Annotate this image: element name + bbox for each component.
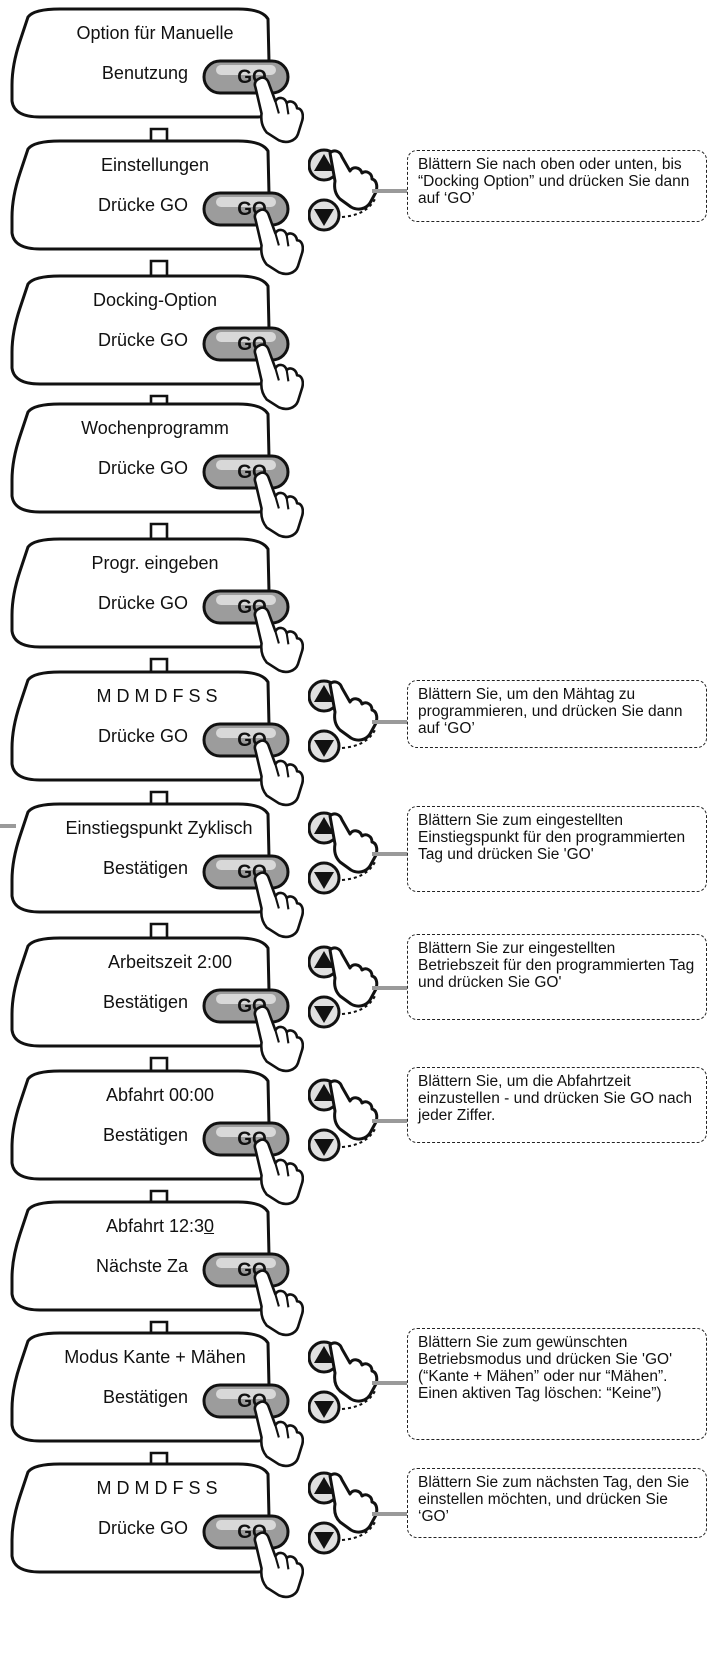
display-line-1: Einstellungen	[100, 155, 210, 175]
scroll-buttons[interactable]	[308, 942, 420, 1032]
pointing-hand-icon	[253, 871, 304, 939]
display-line-2: Nächste Za	[95, 1256, 188, 1276]
display-line-2: Drücke GO	[97, 330, 188, 350]
display-line-2: Drücke GO	[97, 1518, 188, 1538]
pointing-hand-icon	[253, 1005, 304, 1073]
scroll-buttons[interactable]	[308, 676, 420, 766]
instruction-note: Blättern Sie zum nächsten Tag, den Sie e…	[407, 1468, 707, 1538]
display-line-1: Wochenprogramm	[81, 418, 229, 438]
display-line-2: Drücke GO	[97, 593, 188, 613]
display-line-2: Drücke GO	[97, 195, 188, 215]
note-connector	[372, 986, 408, 990]
display-line-2: Drücke GO	[97, 726, 188, 746]
display-line-1: Modus Kante + Mähen	[64, 1347, 246, 1367]
display-line-1: M D M D F S S	[96, 686, 218, 706]
note-connector	[372, 852, 408, 856]
note-connector	[372, 720, 408, 724]
left-connector	[0, 824, 16, 828]
display-line-1: Docking-Option	[92, 290, 218, 310]
pointing-hand-icon	[253, 1531, 304, 1599]
display-line-1: M D M D F S S	[96, 1478, 218, 1498]
scroll-buttons[interactable]	[308, 145, 420, 235]
scroll-buttons[interactable]	[308, 1468, 420, 1558]
pointing-hand-icon	[253, 1400, 304, 1468]
instruction-note: Blättern Sie zur eingestellten Betriebsz…	[407, 934, 707, 1020]
instruction-note: Blättern Sie nach oben oder unten, bis “…	[407, 150, 707, 222]
display-line-2: Bestätigen	[102, 992, 188, 1012]
scroll-buttons[interactable]	[308, 1337, 420, 1427]
display-line-2: Bestätigen	[102, 1125, 188, 1145]
scroll-buttons[interactable]	[308, 808, 420, 898]
display-line-2: Bestätigen	[102, 858, 188, 878]
pointing-hand-icon	[253, 76, 304, 144]
instruction-note: Blättern Sie, um den Mähtag zu programmi…	[407, 680, 707, 748]
note-connector	[372, 1381, 408, 1385]
pointing-hand-icon	[253, 1269, 304, 1337]
pointing-hand-icon	[253, 343, 304, 411]
instruction-note: Blättern Sie, um die Abfahrtzeit einzust…	[407, 1067, 707, 1143]
display-line-1: Progr. eingeben	[91, 553, 219, 573]
note-connector	[372, 1119, 408, 1123]
note-connector	[372, 1512, 408, 1516]
pointing-hand-icon	[253, 208, 304, 276]
instruction-note: Blättern Sie zum gewünschten Betriebsmod…	[407, 1328, 707, 1440]
display-line-2: Drücke GO	[97, 458, 188, 478]
display-line-1: Option für Manuelle	[76, 23, 234, 43]
display-line-1: Abfahrt 00:00	[105, 1085, 215, 1105]
pointing-hand-icon	[253, 739, 304, 807]
display-line-1: Einstiegspunkt Zyklisch	[65, 818, 253, 838]
note-connector	[372, 189, 408, 193]
display-line-2: Benutzung	[101, 63, 188, 83]
scroll-buttons[interactable]	[308, 1075, 420, 1165]
display-line-1: Arbeitszeit 2:00	[107, 952, 233, 972]
pointing-hand-icon	[253, 1138, 304, 1206]
pointing-hand-icon	[253, 606, 304, 674]
instruction-note: Blättern Sie zum eingestellten Einstiegs…	[407, 806, 707, 892]
display-line-2: Bestätigen	[102, 1387, 188, 1407]
display-line-1: Abfahrt 12:30	[105, 1216, 215, 1236]
pointing-hand-icon	[253, 471, 304, 539]
